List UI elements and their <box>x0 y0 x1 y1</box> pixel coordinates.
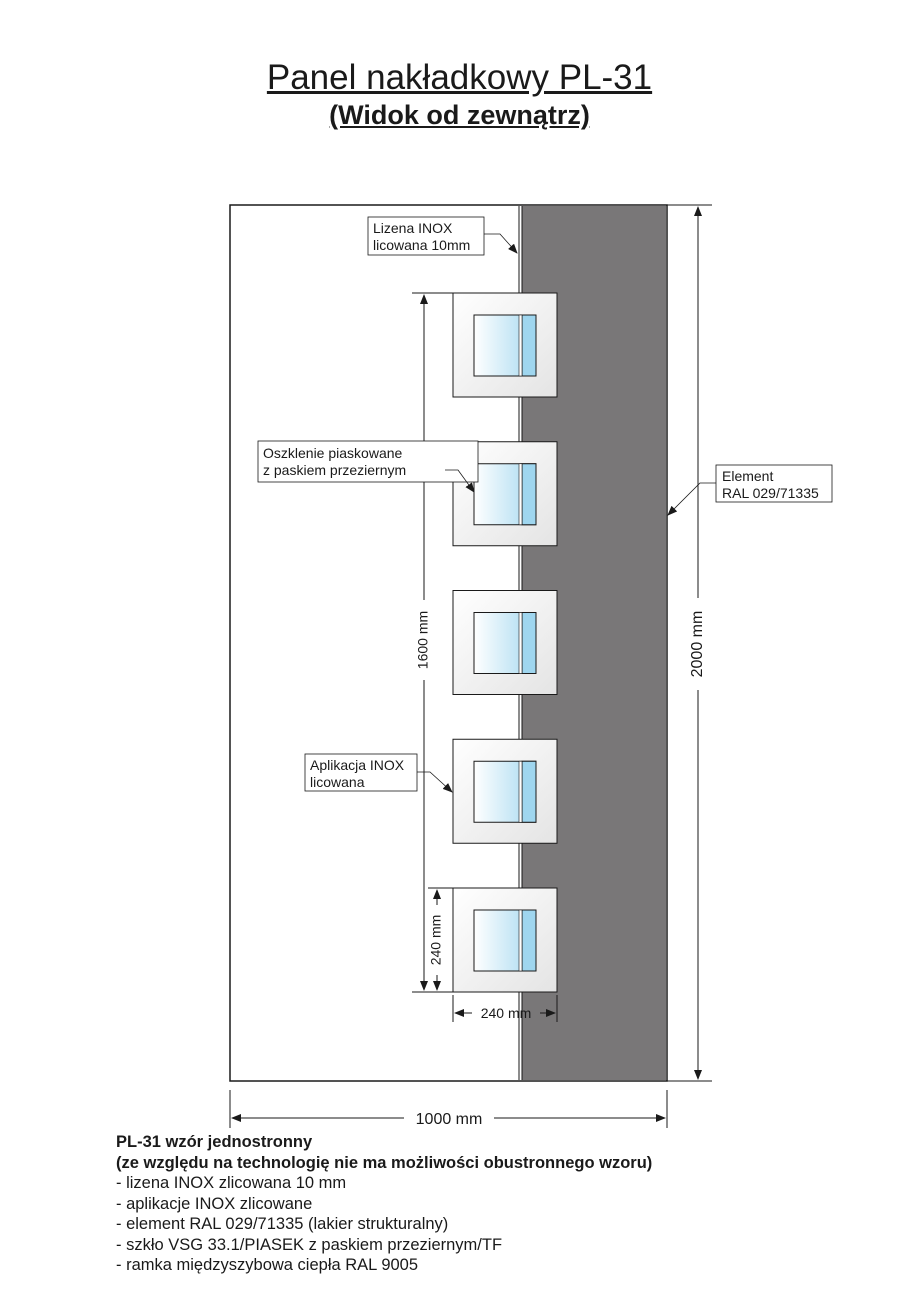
dim-applications-span: 1600 mm <box>415 611 431 669</box>
strip-divider <box>518 612 523 674</box>
page-subtitle: (Widok od zewnątrz) <box>329 100 590 130</box>
label-lizena-line2: licowana 10mm <box>373 237 470 253</box>
notes-item: - lizena INOX zlicowana 10 mm <box>116 1174 347 1192</box>
dim-square-height: 240 mm <box>428 915 444 966</box>
clear-glass-strip <box>521 909 537 972</box>
strip-divider <box>518 463 523 526</box>
label-aplikacja-line1: Aplikacja INOX <box>310 757 405 773</box>
label-oszklenie-line1: Oszklenie piaskowane <box>263 445 403 461</box>
strip-divider <box>518 314 523 377</box>
inox-application <box>452 887 558 993</box>
notes-item: - szkło VSG 33.1/PIASEK z paskiem przezi… <box>116 1235 503 1254</box>
notes-subheading: (ze względu na technologię nie ma możliw… <box>116 1153 653 1172</box>
label-element-line2: RAL 029/71335 <box>722 485 819 501</box>
clear-glass-strip <box>521 760 537 823</box>
clear-glass-strip <box>521 612 537 674</box>
notes: PL-31 wzór jednostronny (ze względu na t… <box>116 1132 652 1276</box>
inox-application <box>452 738 558 844</box>
notes-item: - ramka międzyszybowa ciepła RAL 9005 <box>116 1256 419 1274</box>
strip-divider <box>518 909 523 972</box>
page-title: Panel nakładkowy PL-31 <box>266 58 653 97</box>
label-oszklenie-line2: z paskiem przeziernym <box>263 462 406 478</box>
label-lizena-line1: Lizena INOX <box>373 220 453 236</box>
dim-width-total: 1000 mm <box>416 1111 483 1128</box>
notes-item: - element RAL 029/71335 (lakier struktur… <box>116 1215 449 1233</box>
notes-heading: PL-31 wzór jednostronny <box>116 1133 313 1151</box>
inox-application <box>452 590 558 695</box>
dim-square-width: 240 mm <box>481 1005 532 1021</box>
clear-glass-strip <box>521 314 537 377</box>
label-aplikacja-line2: licowana <box>310 774 365 790</box>
clear-glass-strip <box>521 463 537 526</box>
inox-application <box>452 292 558 398</box>
label-element-line1: Element <box>722 468 773 484</box>
dim-height-total: 2000 mm <box>689 611 706 678</box>
strip-divider <box>518 760 523 823</box>
notes-item: - aplikacje INOX zlicowane <box>116 1194 313 1213</box>
